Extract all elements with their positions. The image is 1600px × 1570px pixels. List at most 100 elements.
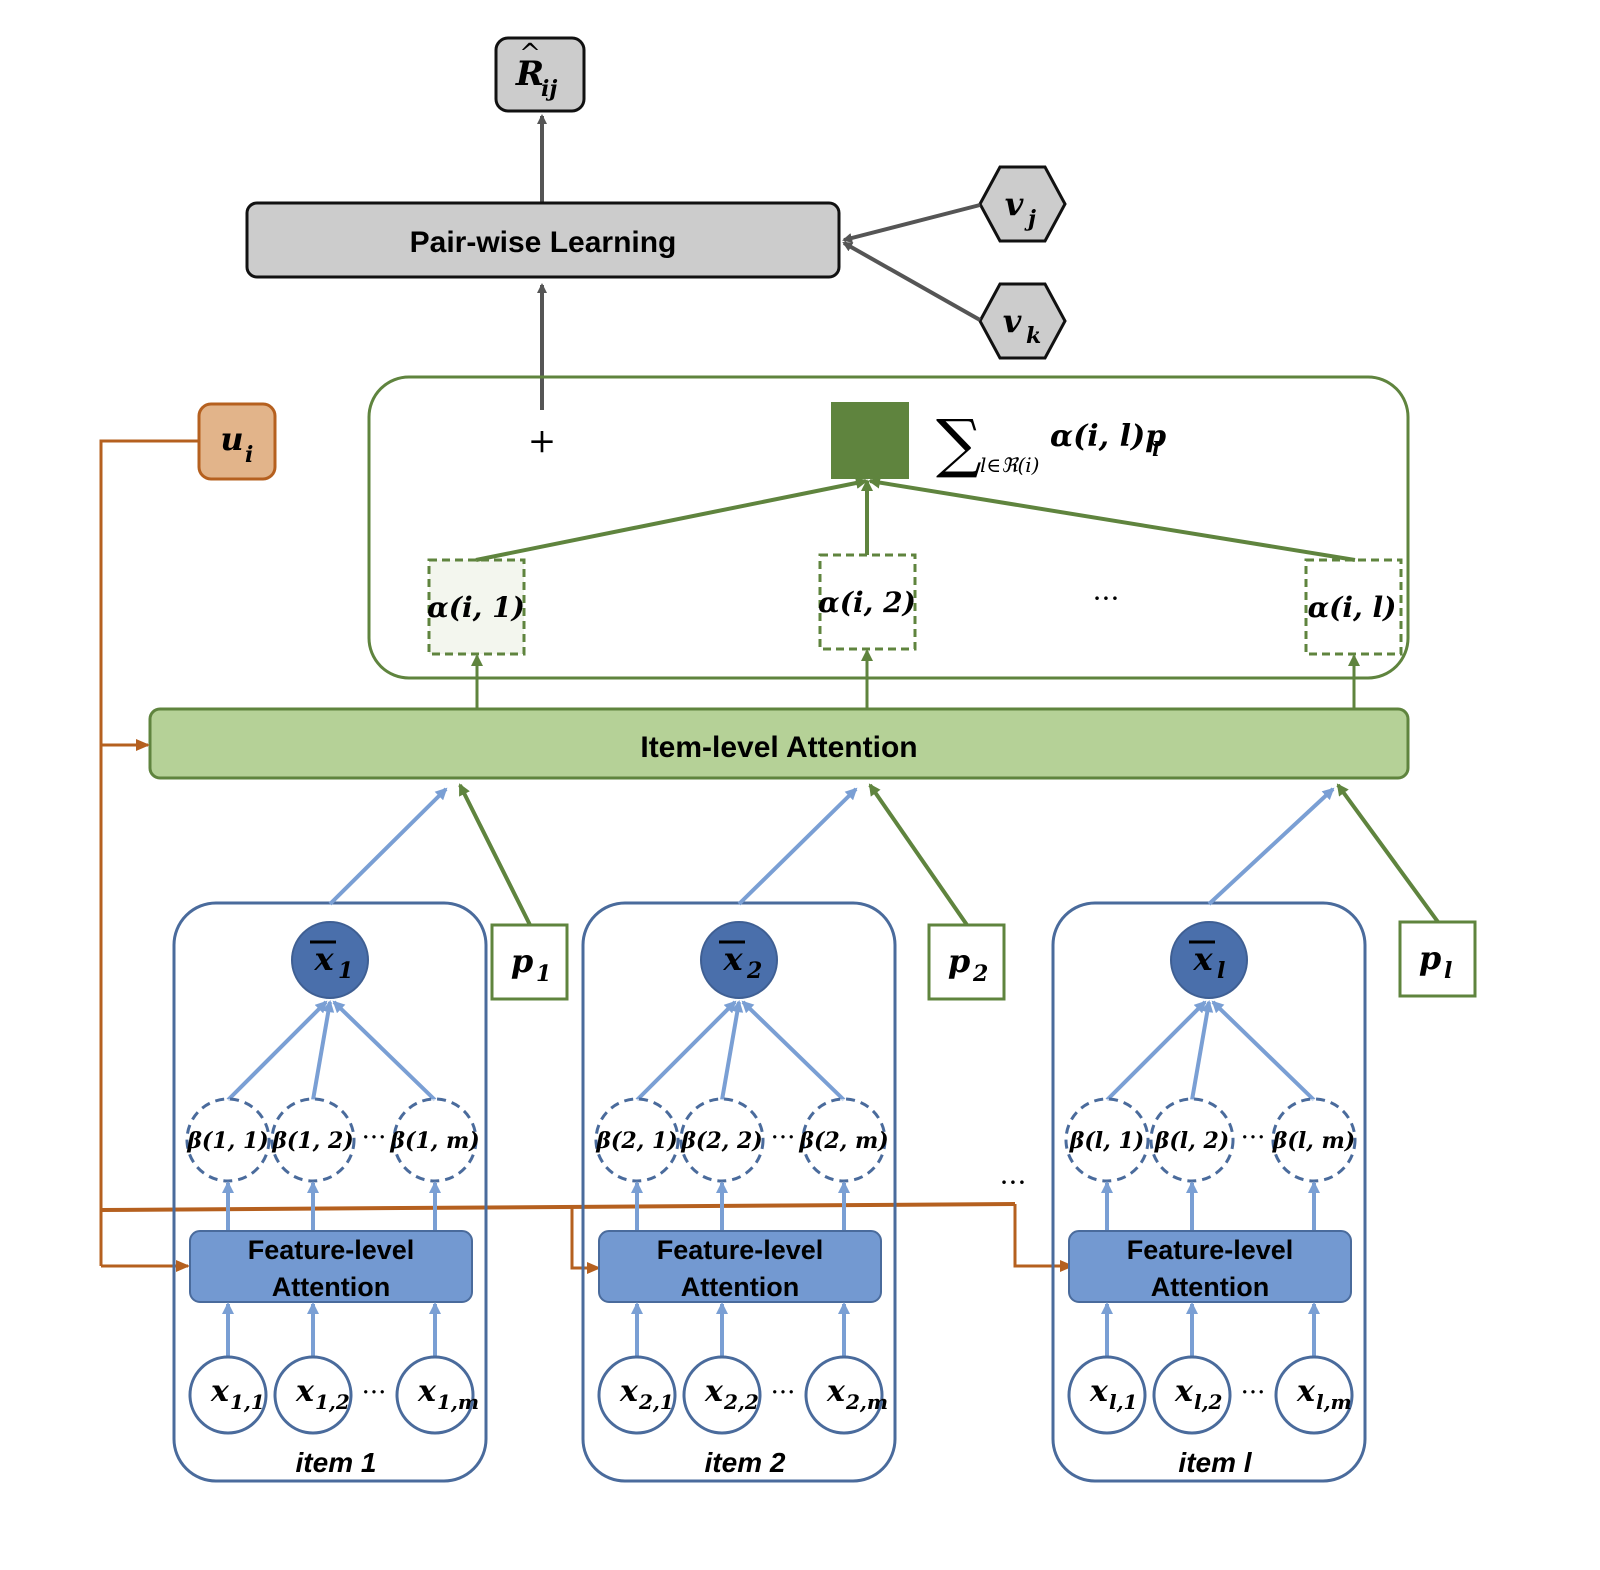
sum-formula: ∑ l∈ℜ(i) α(i, l)p l bbox=[936, 407, 1166, 481]
input-subscript: 2,1 bbox=[638, 1390, 674, 1414]
item-label: item 1 bbox=[296, 1447, 377, 1478]
arrow-beta-to-xbar bbox=[1105, 1000, 1207, 1102]
input-subscript: l,2 bbox=[1194, 1390, 1223, 1414]
input-subscript: l,1 bbox=[1109, 1390, 1137, 1414]
beta-label: β(1, 2) bbox=[271, 1128, 353, 1154]
beta-label: β(l, 1) bbox=[1069, 1128, 1144, 1154]
arrow-item-to-item-attention bbox=[737, 787, 858, 906]
input-ellipsis: ··· bbox=[771, 1378, 796, 1408]
feature-level-label-line1: Feature-level bbox=[1127, 1235, 1294, 1265]
item-label: item 2 bbox=[705, 1447, 786, 1478]
arrow-beta-to-xbar bbox=[720, 1000, 744, 1101]
pairwise-learning-box: Pair-wise Learning bbox=[245, 201, 841, 279]
sum-subscript: l∈ℜ(i) bbox=[980, 453, 1039, 477]
beta-ellipsis: ··· bbox=[771, 1123, 796, 1153]
arrow-p-to-item-attention bbox=[1336, 783, 1440, 924]
vk-node: v k bbox=[978, 282, 1067, 360]
input-symbol: x bbox=[417, 1374, 437, 1409]
xbar-subscript: 2 bbox=[746, 958, 762, 984]
input-subscript: 1,1 bbox=[230, 1390, 265, 1414]
vj-node: v j bbox=[978, 165, 1067, 243]
beta-label: β(2, 1) bbox=[595, 1128, 677, 1154]
item-level-attention-box: Item-level Attention bbox=[148, 707, 1410, 780]
beta-label: β(2, m) bbox=[798, 1128, 888, 1154]
output-symbol: R bbox=[515, 54, 544, 94]
user-node: u i bbox=[197, 402, 277, 481]
arrow-beta-to-xbar bbox=[226, 1000, 328, 1102]
aggregated-vector-square bbox=[831, 402, 909, 479]
arrow-alphal-to-sum bbox=[868, 476, 1356, 562]
arrow-item-to-item-attention bbox=[1207, 787, 1335, 906]
user-subscript: i bbox=[245, 442, 253, 468]
arrow-item-to-item-attention bbox=[328, 787, 448, 906]
xbar-symbol: x bbox=[313, 940, 334, 978]
input-symbol: x bbox=[295, 1374, 315, 1409]
input-symbol: x bbox=[826, 1374, 846, 1409]
input-symbol: x bbox=[1296, 1374, 1316, 1409]
sum-term-subscript: l bbox=[1152, 437, 1160, 461]
alpha-node-l: α(i, l) bbox=[1304, 558, 1403, 656]
input-ellipsis: ··· bbox=[1241, 1378, 1266, 1408]
input-feature-node bbox=[188, 1355, 268, 1435]
input-feature-node bbox=[804, 1355, 884, 1435]
arrow-beta-to-xbar bbox=[332, 1000, 437, 1102]
input-feature-node bbox=[1152, 1355, 1232, 1435]
output-subscript: ij bbox=[541, 76, 557, 102]
input-subscript: 2,m bbox=[845, 1390, 888, 1414]
input-symbol: x bbox=[704, 1374, 724, 1409]
feature-level-label-line2: Attention bbox=[681, 1272, 799, 1302]
input-symbol: x bbox=[1174, 1374, 1194, 1409]
item-embedding-p-box bbox=[490, 923, 569, 1001]
vk-subscript: k bbox=[1026, 323, 1041, 349]
arrow-p-to-item-attention bbox=[868, 783, 969, 927]
feature-level-label-line2: Attention bbox=[272, 1272, 390, 1302]
input-symbol: x bbox=[619, 1374, 639, 1409]
input-subscript: l,m bbox=[1316, 1390, 1352, 1414]
arrow-beta-to-xbar bbox=[1190, 1000, 1214, 1101]
beta-label: β(1, m) bbox=[389, 1128, 479, 1154]
input-symbol: x bbox=[1089, 1374, 1109, 1409]
arrow-vj-to-pairwise bbox=[842, 203, 981, 243]
input-feature-node bbox=[1274, 1355, 1354, 1435]
xbar-symbol: x bbox=[722, 940, 743, 978]
arrow-p-to-item-attention bbox=[458, 783, 532, 926]
input-feature-node bbox=[1067, 1355, 1147, 1435]
vj-symbol: v bbox=[1005, 185, 1024, 223]
xbar-subscript: l bbox=[1217, 958, 1225, 984]
p-symbol: p bbox=[1419, 939, 1441, 977]
output-rating-node: R ^ ij bbox=[494, 36, 586, 113]
pairwise-learning-label: Pair-wise Learning bbox=[410, 226, 677, 259]
sum-sign: ∑ bbox=[936, 407, 982, 481]
arrow-beta-to-xbar bbox=[1211, 1000, 1316, 1102]
beta-label: β(2, 2) bbox=[680, 1128, 762, 1154]
item-embedding-p-box bbox=[927, 923, 1006, 1001]
item-level-attention-label: Item-level Attention bbox=[640, 731, 917, 764]
input-feature-node bbox=[395, 1355, 475, 1435]
arrow-beta-to-xbar bbox=[741, 1000, 846, 1102]
beta-label: β(l, m) bbox=[1272, 1128, 1355, 1154]
alpha-node-1: α(i, 1) bbox=[427, 558, 526, 656]
p-subscript: l bbox=[1444, 958, 1452, 984]
sum-term: α(i, l)p bbox=[1050, 419, 1166, 454]
arrow-beta-to-xbar bbox=[635, 1000, 737, 1102]
p-symbol: p bbox=[948, 942, 970, 980]
arrow-alpha1-to-sum bbox=[475, 477, 868, 562]
beta-label: β(1, 1) bbox=[186, 1128, 268, 1154]
user-symbol: u bbox=[220, 420, 243, 458]
input-feature-node bbox=[273, 1355, 353, 1435]
input-subscript: 2,2 bbox=[723, 1390, 759, 1414]
between-items-ellipsis: ··· bbox=[1000, 1166, 1027, 1199]
alpha-l-label: α(i, l) bbox=[1308, 591, 1397, 624]
arrow-beta-to-xbar bbox=[311, 1000, 335, 1101]
input-ellipsis: ··· bbox=[362, 1378, 387, 1408]
input-feature-node bbox=[682, 1355, 762, 1435]
user-vertical-line bbox=[99, 439, 199, 1266]
p-subscript: 1 bbox=[536, 961, 551, 987]
alpha-ellipsis: ··· bbox=[1093, 582, 1120, 615]
alpha-1-label: α(i, 1) bbox=[427, 591, 525, 624]
feature-level-label-line1: Feature-level bbox=[248, 1235, 415, 1265]
